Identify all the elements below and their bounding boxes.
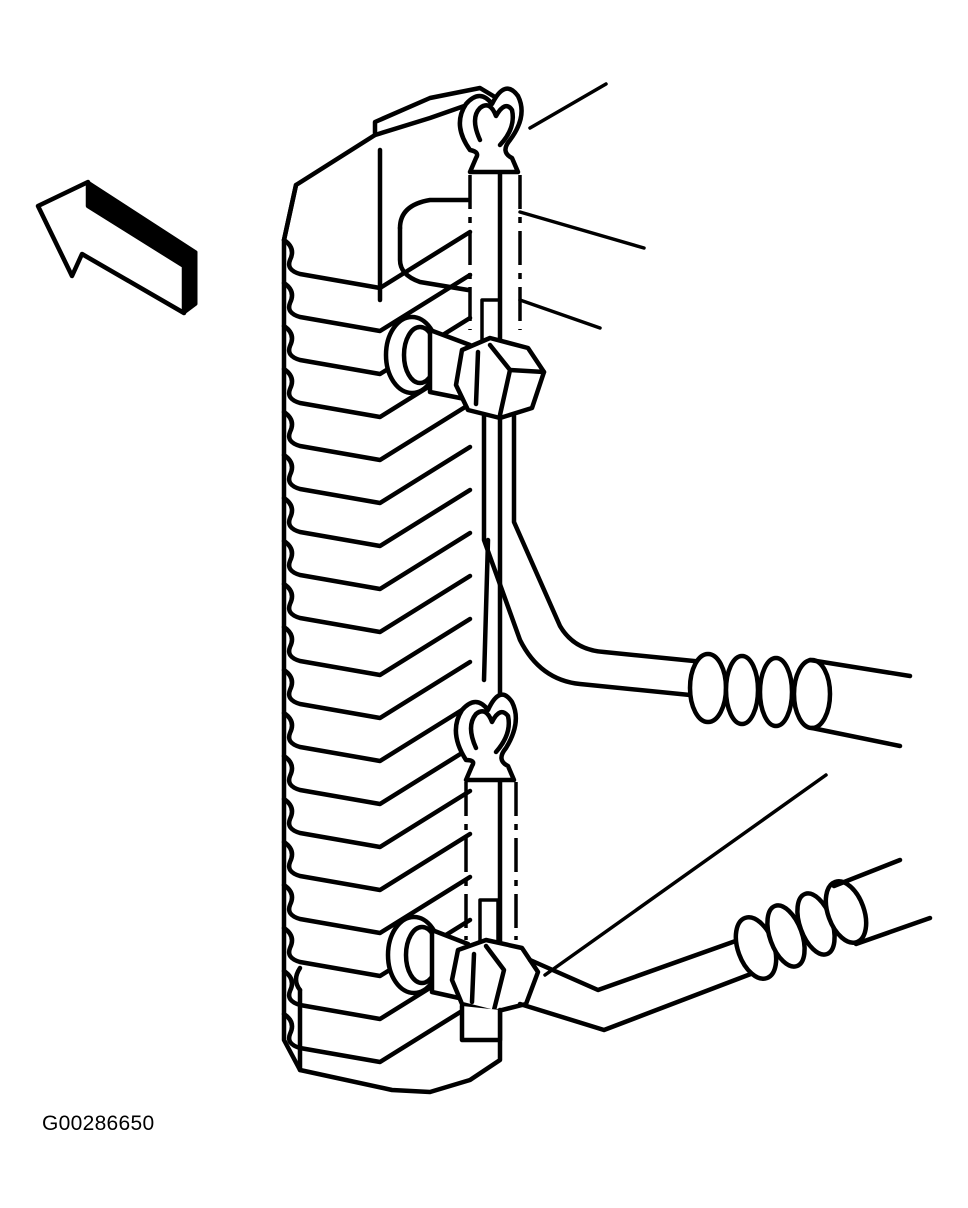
cooling-fin xyxy=(281,745,473,807)
retaining-clip-icon xyxy=(457,86,524,175)
figure-id-label: G00286650 xyxy=(42,1112,155,1135)
cooling-fin xyxy=(281,229,473,291)
cooling-fin xyxy=(281,917,473,979)
lower-hose-coupling xyxy=(733,857,933,981)
lower-cooler-line xyxy=(517,935,759,1033)
cooling-fins xyxy=(281,229,473,1065)
cooling-fin xyxy=(281,659,473,721)
cooling-fin xyxy=(281,831,473,893)
cooling-fin xyxy=(281,487,473,549)
upper-hose-coupling xyxy=(687,651,913,749)
cooling-fin xyxy=(281,315,473,377)
cooling-fin xyxy=(281,616,473,678)
cooling-fin xyxy=(281,530,473,592)
upper-fitting xyxy=(383,314,547,421)
cooling-fin xyxy=(281,444,473,506)
cooling-fin xyxy=(281,358,473,420)
direction-arrow-icon xyxy=(35,179,198,316)
upper-cooler-line xyxy=(481,413,707,699)
cooling-fin xyxy=(281,788,473,850)
cooling-fin xyxy=(281,874,473,936)
leader-lines xyxy=(518,82,828,977)
lower-fitting xyxy=(385,914,541,1043)
retaining-clip-icon xyxy=(453,692,519,783)
cooling-fin xyxy=(281,573,473,635)
cooling-fin xyxy=(281,960,473,1022)
cooling-fin xyxy=(281,1003,473,1065)
cooling-fin xyxy=(281,272,473,334)
cooling-fin xyxy=(281,401,473,463)
cooling-fin xyxy=(281,702,473,764)
